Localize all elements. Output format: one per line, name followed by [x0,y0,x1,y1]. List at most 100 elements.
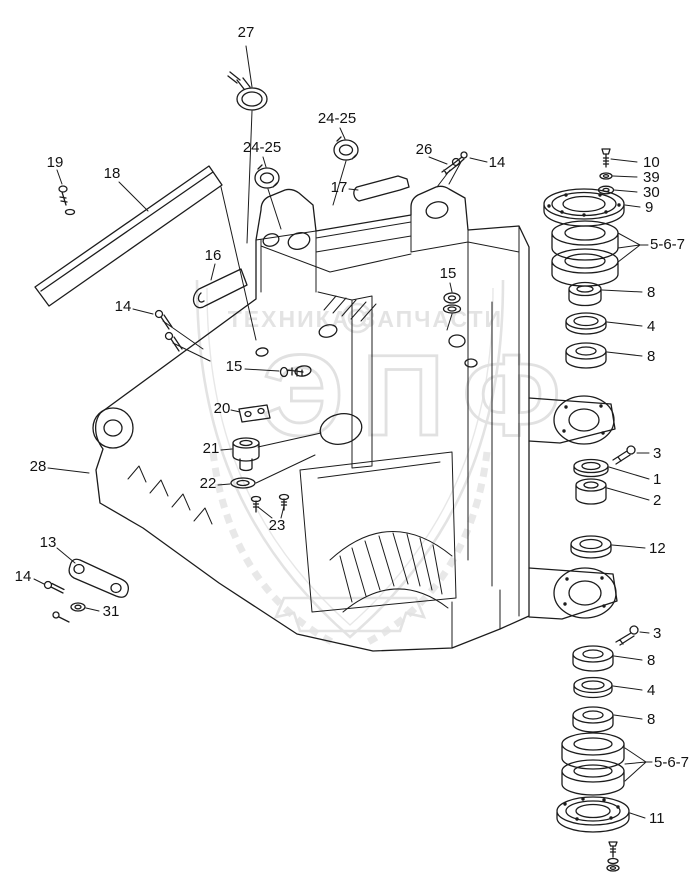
face-hole-2 [294,365,312,377]
callout-18: 18 [104,165,121,182]
part-15-nut-right [442,292,462,314]
part-11-bolt [606,841,620,872]
callout-27: 27 [238,24,255,41]
frame-face-lines [299,225,520,649]
callout-22: 22 [200,475,217,492]
callout-8-d: 8 [647,711,655,728]
frame-gusset-hatching [323,295,377,322]
lower-ear-bolt-holes [563,576,606,608]
part-1-ring [573,458,609,478]
leader-lines [33,45,653,819]
part-26-bolt [441,157,461,175]
left-parts [34,165,462,623]
part-11-flange [556,796,630,833]
part-19-bolt [58,185,76,216]
frame-top-structure [255,214,520,301]
callout-8-b: 8 [647,348,655,365]
part-4-ring-b [573,676,613,699]
panel-hole-1 [448,334,466,348]
callout-11: 11 [649,810,665,827]
part-15-stud-left [279,366,304,378]
watermark-laurel-right-icon [366,451,491,646]
part-12-ring [570,535,612,559]
watermark-left-word: ТЕХНИКА [228,306,351,332]
part-31-washer-bolt [52,602,86,623]
part-8-bearing-b [565,342,607,369]
callout-10: 10 [643,154,660,171]
part-20-bracket [238,404,271,423]
tower-hole-left [287,232,311,250]
callout-14-bottom: 14 [15,568,32,585]
callout-14-top: 14 [489,154,506,171]
part-22-washer [230,477,256,489]
upper-right-ear [528,395,616,445]
watermark-laurel-left-icon [209,451,334,646]
callout-19: 19 [47,154,64,171]
face-hole-1 [318,324,338,338]
face-hole-3 [255,347,269,357]
callout-13: 13 [40,534,57,551]
callout-26: 26 [416,141,433,158]
callout-15-left: 15 [226,358,243,375]
callout-28: 28 [30,458,47,475]
callout-30: 30 [643,184,660,201]
right-upper-parts [543,148,636,505]
callout-15-right: 15 [440,265,457,282]
callout-8-a: 8 [647,284,655,301]
callout-5-6-7-lower: 5-6-7 [654,754,689,771]
part-13-bracket [68,558,129,598]
callout-9: 9 [645,199,653,216]
part-8-sleeve-a [568,281,602,307]
callout-8-c: 8 [647,652,655,669]
part-24-25-ring-b [254,164,280,189]
part-11-bolt-holes [563,797,620,821]
part-10-bolt [601,148,611,168]
watermark-ribbon [273,596,427,633]
left-ear-boss [92,407,134,449]
tower-hole-right [425,201,449,219]
callout-31: 31 [103,603,120,620]
callout-24-25-b: 24-25 [243,139,281,156]
callout-24-25-a: 24-25 [318,110,356,127]
watermark-big-text: ЭПФ [262,332,579,460]
panel-hole-2 [464,358,478,368]
part-14-bolt-bottom [43,580,65,594]
lower-right-ear [528,567,618,620]
upper-ear-hole [568,408,600,432]
tower-hole-left-small [262,233,280,247]
part-8-bearing-c [572,645,614,672]
part-17-pin [353,175,410,202]
callout-12: 12 [649,540,666,557]
watermark-shield-inner [206,287,494,626]
part-21-bushing [232,437,260,472]
callout-1: 1 [653,471,661,488]
callout-3-a: 3 [653,445,661,462]
part-2-sleeve [575,478,607,505]
callout-21: 21 [203,440,220,457]
part-3-bolt-b [615,625,639,646]
leader-lines-path [33,45,653,819]
part-39-washer [599,172,613,180]
left-ear-hole [103,419,123,437]
callout-14-left: 14 [115,298,132,315]
part-14-bolt-top [452,151,468,167]
callout-5-6-7-upper: 5-6-7 [650,236,685,253]
callout-20: 20 [214,400,231,417]
lower-ear-hole [568,580,602,606]
part-5-6-7-lower-stack [561,732,625,796]
watermark: ТЕХНИКА ЗАПЧАСТИ ЭПФ [195,279,579,646]
callout-23: 23 [269,517,286,534]
frame-drawing [92,185,618,652]
top-parts [227,71,468,202]
callout-labels: 27 24-25 24-25 26 14 17 10 39 30 9 5-6-7… [15,24,689,827]
callout-16: 16 [205,247,222,264]
upper-ear-bolt-holes [562,404,605,435]
callout-39: 39 [643,169,660,186]
frame-outline [95,185,530,652]
frame-bottom-ribs [127,465,213,525]
part-24-25-ring-a [333,136,359,161]
part-16-pin [192,268,248,309]
lower-ear-plate [528,567,618,620]
callout-4-b: 4 [647,682,655,699]
